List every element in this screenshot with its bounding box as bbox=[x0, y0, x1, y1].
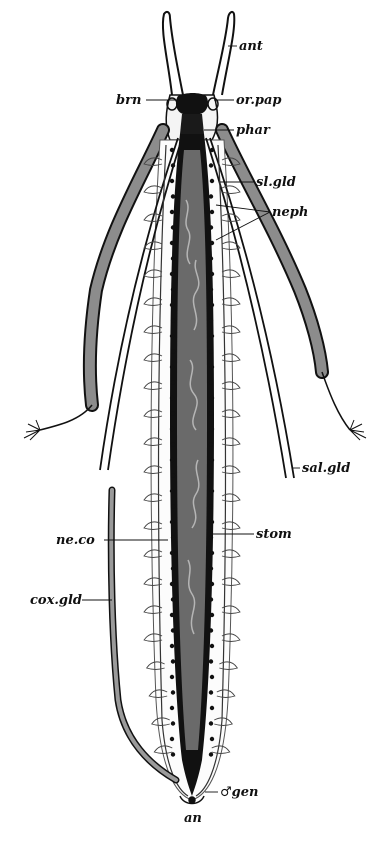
gut-nodule bbox=[210, 458, 214, 462]
gut-nodule bbox=[209, 287, 213, 291]
label-or-pap: or.pap bbox=[236, 93, 281, 108]
gut-nodule bbox=[209, 628, 213, 632]
gut-nodule bbox=[171, 597, 175, 601]
gut-nodule bbox=[170, 520, 174, 524]
gut-nodule bbox=[170, 551, 174, 555]
gut-nodule bbox=[171, 690, 175, 694]
label-stom: stom bbox=[256, 527, 292, 542]
gut-nodule bbox=[210, 179, 214, 183]
gut-nodule bbox=[171, 473, 175, 477]
gut-nodule bbox=[171, 225, 175, 229]
gut-nodule bbox=[209, 535, 213, 539]
gut-nodule bbox=[210, 520, 214, 524]
gut-nodule bbox=[209, 194, 213, 198]
gut-nodule bbox=[209, 163, 213, 167]
label-phar: phar bbox=[236, 123, 271, 138]
gut-nodule bbox=[209, 349, 213, 353]
gut-nodule bbox=[170, 458, 174, 462]
gut-nodule bbox=[170, 644, 174, 648]
gut-nodule bbox=[170, 613, 174, 617]
gut-nodule bbox=[210, 675, 214, 679]
gut-nodule bbox=[209, 566, 213, 570]
label-sal-gld: sal.gld bbox=[302, 461, 350, 476]
label-neph: neph bbox=[272, 205, 308, 220]
gut-nodule bbox=[209, 380, 213, 384]
gut-nodule bbox=[171, 318, 175, 322]
gut-nodule bbox=[170, 427, 174, 431]
brain bbox=[176, 93, 208, 114]
gut-nodule bbox=[171, 287, 175, 291]
gut-nodule bbox=[210, 334, 214, 338]
gut-nodule bbox=[210, 210, 214, 214]
gut-nodule bbox=[210, 551, 214, 555]
antennae bbox=[163, 12, 234, 95]
gut-nodule bbox=[210, 427, 214, 431]
label-ne-co: ne.co bbox=[56, 533, 95, 548]
gut-nodule bbox=[171, 256, 175, 260]
gut-nodule bbox=[210, 396, 214, 400]
gut-nodule bbox=[170, 303, 174, 307]
gut-nodule bbox=[170, 675, 174, 679]
gut-nodule bbox=[210, 272, 214, 276]
label-cox-gld: cox.gld bbox=[30, 593, 82, 608]
gut-nodule bbox=[170, 272, 174, 276]
gut-nodule bbox=[171, 721, 175, 725]
gut-nodule bbox=[210, 303, 214, 307]
gut-nodule bbox=[171, 752, 175, 756]
gut-nodule bbox=[171, 659, 175, 663]
gut-nodule bbox=[209, 225, 213, 229]
gut-nodule bbox=[171, 380, 175, 384]
gut-nodule bbox=[209, 442, 213, 446]
gut-nodule bbox=[210, 582, 214, 586]
label-ant: ant bbox=[239, 39, 263, 54]
gut-nodule bbox=[209, 690, 213, 694]
gut-nodule bbox=[210, 241, 214, 245]
posterior-openings bbox=[180, 796, 204, 804]
gut-nodule bbox=[171, 628, 175, 632]
label-brn: brn bbox=[116, 93, 141, 108]
label-an: an bbox=[184, 811, 202, 826]
gut-nodule bbox=[171, 349, 175, 353]
gut-nodule bbox=[210, 644, 214, 648]
gut-nodule bbox=[209, 504, 213, 508]
gut-nodule bbox=[170, 179, 174, 183]
gut-nodule bbox=[171, 411, 175, 415]
gut-nodule bbox=[210, 706, 214, 710]
gut-nodule bbox=[210, 613, 214, 617]
pharynx bbox=[180, 114, 204, 134]
gut-nodule bbox=[209, 473, 213, 477]
gut-nodule bbox=[209, 256, 213, 260]
gut-nodule bbox=[210, 737, 214, 741]
gut-nodule bbox=[170, 582, 174, 586]
gut-nodule bbox=[170, 396, 174, 400]
gut-nodule bbox=[171, 163, 175, 167]
label-gen: ♂gen bbox=[220, 785, 258, 800]
gut-nodule bbox=[209, 721, 213, 725]
gut-nodule bbox=[210, 148, 214, 152]
gut-nodule bbox=[170, 489, 174, 493]
gut-nodule bbox=[171, 194, 175, 198]
gut-nodule bbox=[171, 504, 175, 508]
gut-nodule bbox=[170, 706, 174, 710]
gut-nodule bbox=[170, 210, 174, 214]
gut-nodule bbox=[170, 737, 174, 741]
gut-nodule bbox=[170, 148, 174, 152]
gut-nodule bbox=[170, 365, 174, 369]
gut-nodule bbox=[170, 241, 174, 245]
gut-nodule bbox=[170, 334, 174, 338]
gut-nodule bbox=[210, 365, 214, 369]
gut-nodule bbox=[171, 535, 175, 539]
gut-nodule bbox=[209, 318, 213, 322]
gut-nodule bbox=[171, 566, 175, 570]
gut-nodule bbox=[209, 411, 213, 415]
gut-nodule bbox=[209, 597, 213, 601]
gut-nodule bbox=[171, 442, 175, 446]
gut-nodule bbox=[209, 659, 213, 663]
gut-nodule bbox=[209, 752, 213, 756]
gut-nodule bbox=[210, 489, 214, 493]
label-sl-gld: sl.gld bbox=[256, 175, 296, 190]
